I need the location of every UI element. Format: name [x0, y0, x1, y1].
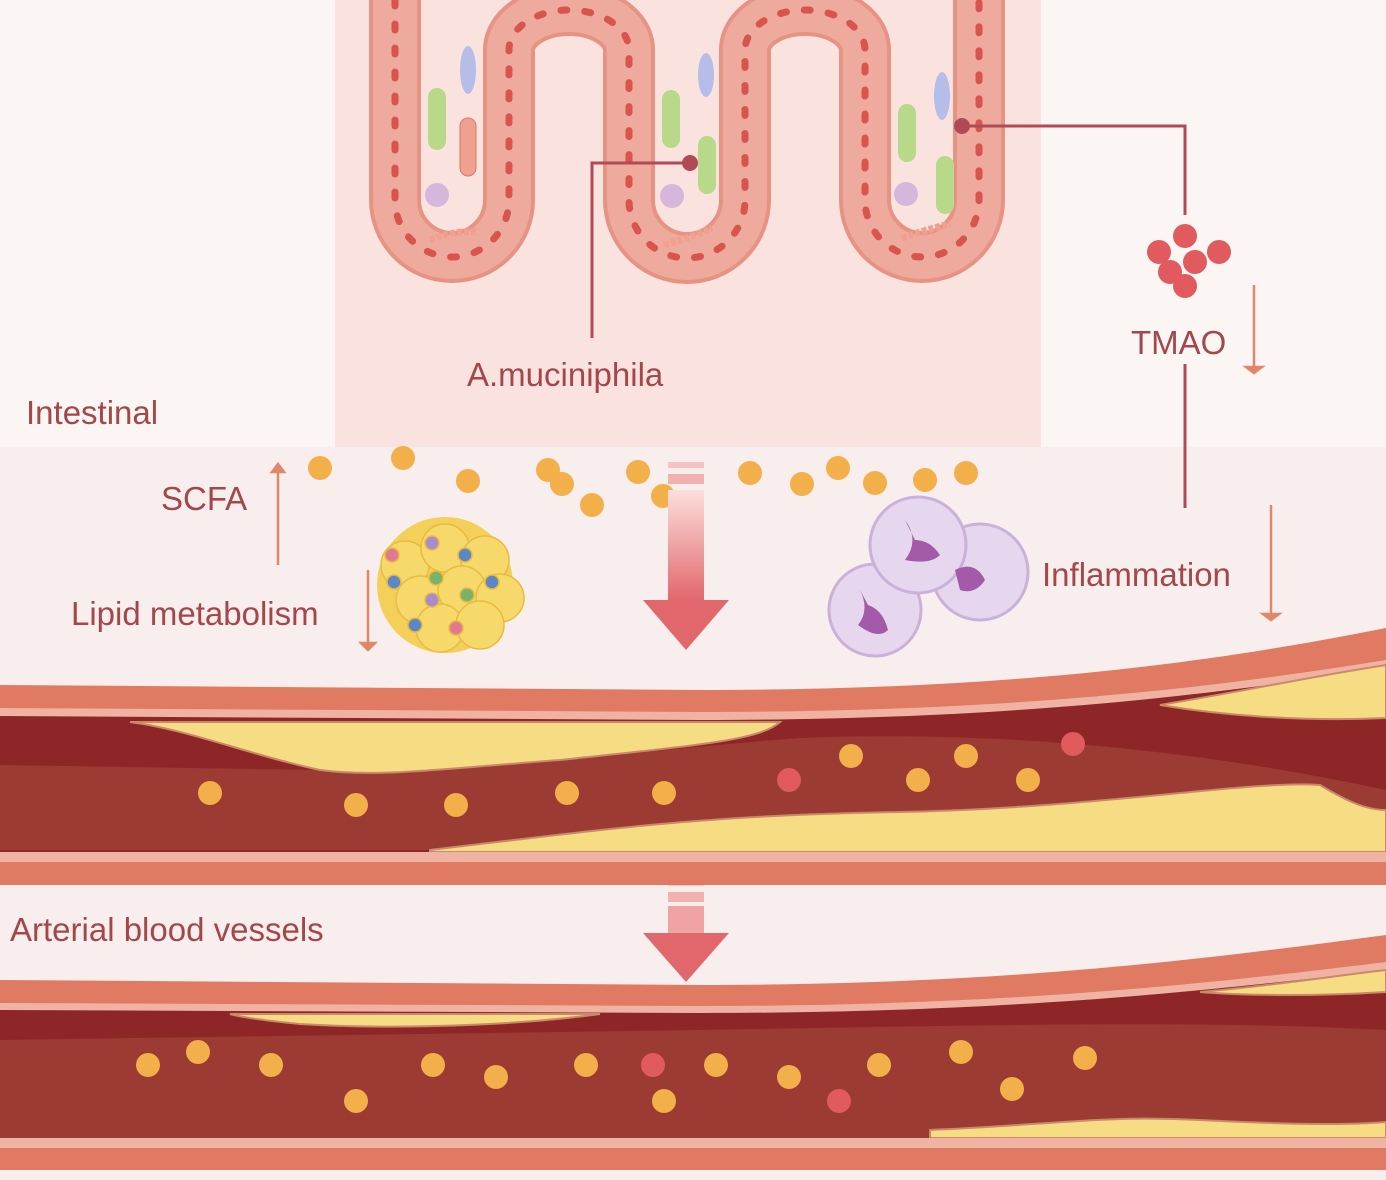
- label-intestinal: Intestinal: [26, 394, 159, 431]
- scfa-particle: [555, 781, 579, 805]
- a-muciniphila-pointer: [590, 155, 698, 338]
- label-scfa: SCFA: [161, 480, 248, 517]
- scfa-particle: [421, 1053, 445, 1077]
- inflammation-down-arrow-icon: [1259, 505, 1283, 622]
- scfa-particle: [906, 768, 930, 792]
- scfa-particle: [954, 744, 978, 768]
- immune-cell: [484, 574, 500, 590]
- scfa-particle: [1000, 1077, 1024, 1101]
- tmao-particle: [827, 1089, 851, 1113]
- adipose-tissue-icon: [377, 517, 525, 653]
- intestine-panel: [335, 0, 1041, 447]
- scfa-particle: [652, 1089, 676, 1113]
- scfa-particle: [949, 1040, 973, 1064]
- tmao-particle: [777, 768, 801, 792]
- downward-flow-arrow-1: [643, 462, 729, 650]
- scfa-particle: [1073, 1046, 1097, 1070]
- immune-cell: [428, 570, 444, 586]
- intestinal-wall: [369, 0, 1005, 284]
- tmao-down-arrow-icon: [1242, 285, 1266, 375]
- scfa-particle: [839, 744, 863, 768]
- neutrophil-cells-icon: [827, 495, 1030, 658]
- tmao-pointer: [954, 118, 1187, 508]
- scfa-particle: [867, 1053, 891, 1077]
- immune-cell: [424, 592, 440, 608]
- immune-cell: [459, 587, 475, 603]
- scfa-particle: [186, 1040, 210, 1064]
- scfa-particle: [484, 1065, 508, 1089]
- scfa-particle: [863, 471, 887, 495]
- scfa-particle: [580, 493, 604, 517]
- scfa-particle: [456, 469, 480, 493]
- label-a-muciniphila: A.muciniphila: [467, 356, 664, 393]
- tmao-particle: [1061, 732, 1085, 756]
- a-muciniphila-bacterium: [698, 136, 716, 194]
- scfa-particle: [790, 472, 814, 496]
- scfa-particle: [826, 456, 850, 480]
- scfa-particle: [550, 472, 574, 496]
- scfa-particle: [574, 1053, 598, 1077]
- scfa-particle: [777, 1065, 801, 1089]
- scfa-particle: [704, 1053, 728, 1077]
- scfa-particle: [913, 468, 937, 492]
- scfa-particle: [738, 461, 762, 485]
- scfa-particle: [136, 1053, 160, 1077]
- tmao-particle: [641, 1053, 665, 1077]
- scfa-particle: [954, 461, 978, 485]
- gut-bacteria: [425, 46, 954, 249]
- scfa-particle: [259, 1053, 283, 1077]
- label-tmao: TMAO: [1131, 324, 1227, 361]
- immune-cell: [386, 574, 402, 590]
- scfa-particles: [308, 446, 978, 517]
- immune-cell: [384, 547, 400, 563]
- immune-cell: [424, 535, 440, 551]
- label-arterial-blood-vessels: Arterial blood vessels: [10, 911, 324, 948]
- label-lipid-metabolism: Lipid metabolism: [71, 595, 319, 632]
- scfa-particle: [198, 781, 222, 805]
- scfa-up-arrow-icon: [269, 461, 287, 565]
- scfa-particle: [626, 460, 650, 484]
- scfa-particle: [1016, 768, 1040, 792]
- blood-particles: [136, 732, 1097, 1113]
- immune-cell: [407, 617, 423, 633]
- scfa-particle: [344, 793, 368, 817]
- label-inflammation: Inflammation: [1042, 556, 1231, 593]
- scfa-particle: [652, 781, 676, 805]
- immune-cell: [448, 620, 464, 636]
- scfa-particle: [391, 446, 415, 470]
- lipid-down-arrow-icon: [357, 570, 379, 652]
- immune-cell: [457, 547, 473, 563]
- scfa-particle: [308, 456, 332, 480]
- tmao-molecule-cluster: [1147, 224, 1231, 298]
- scfa-particle: [444, 793, 468, 817]
- scfa-particle: [344, 1089, 368, 1113]
